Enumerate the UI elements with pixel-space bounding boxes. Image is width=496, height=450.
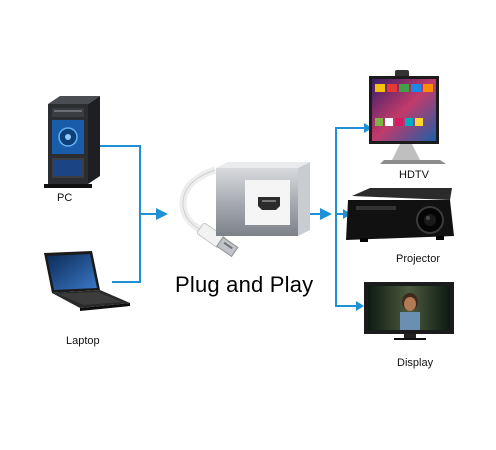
pc-tower-icon bbox=[44, 96, 100, 188]
input-connector-lines bbox=[96, 145, 158, 283]
display-arrow-icon bbox=[356, 301, 364, 311]
display-label: Display bbox=[397, 357, 434, 369]
usb-to-hdmi-adapter-icon bbox=[179, 162, 310, 258]
projector-icon bbox=[346, 188, 454, 242]
pc-label: PC bbox=[57, 192, 73, 204]
input-arrow-icon bbox=[156, 208, 168, 220]
projector-label: Projector bbox=[396, 253, 441, 265]
projector-arrow-icon bbox=[343, 209, 351, 219]
output-arrow-icon bbox=[320, 208, 332, 220]
hdtv-arrow-icon bbox=[364, 123, 372, 133]
laptop-label: Laptop bbox=[66, 335, 100, 347]
laptop-icon bbox=[44, 251, 130, 311]
display-monitor-icon bbox=[364, 282, 454, 340]
diagram-title: Plug and Play bbox=[175, 272, 314, 297]
hdtv-label: HDTV bbox=[399, 169, 429, 181]
hdtv-icon bbox=[369, 70, 446, 164]
